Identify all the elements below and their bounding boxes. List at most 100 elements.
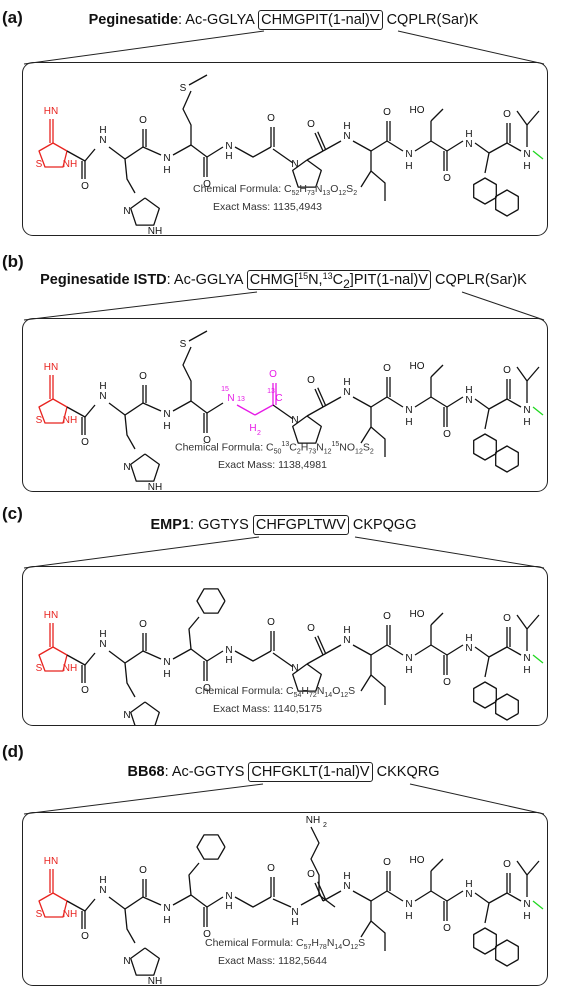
atom-label: O xyxy=(81,931,89,942)
bond xyxy=(306,406,324,417)
bond xyxy=(488,142,508,154)
bond xyxy=(272,898,292,908)
sequence-prefix: Ac-GGTYS xyxy=(171,764,245,780)
skeletal-structure: HNSNHONHNHNONHONHONONHONHHOONHONH xyxy=(36,588,544,725)
sequence-prefix: Ac-GGLYA xyxy=(173,272,243,288)
bond xyxy=(142,146,162,156)
pyrrolidine-ring xyxy=(292,663,322,692)
bond xyxy=(188,862,200,896)
bond xyxy=(272,652,294,668)
bond xyxy=(306,150,324,161)
bond xyxy=(446,644,464,656)
bond xyxy=(66,654,86,666)
atom-label: O xyxy=(503,613,511,624)
aromatic-ring xyxy=(473,927,497,955)
panel-label: (c) xyxy=(2,504,23,523)
atom-label: H xyxy=(163,669,170,680)
bond xyxy=(446,890,464,902)
bond xyxy=(124,414,136,450)
bond xyxy=(190,648,208,662)
double-bond xyxy=(317,635,327,655)
isotope-bond xyxy=(254,404,274,416)
atom-label: S xyxy=(180,339,187,350)
atom-label: O xyxy=(503,859,511,870)
atom-label: O xyxy=(81,685,89,696)
atom-label: H xyxy=(405,417,412,428)
isotope-label: N xyxy=(227,393,234,404)
bond xyxy=(430,364,444,378)
bond xyxy=(108,146,126,160)
atom-label: H xyxy=(523,161,530,172)
bond xyxy=(430,108,444,122)
sequence-suffix: CQPLR(Sar)K xyxy=(435,272,527,288)
atom-label: H xyxy=(163,421,170,432)
bond xyxy=(272,148,294,164)
atom-label: NH xyxy=(148,226,162,235)
imidazole-ring xyxy=(130,197,160,226)
atom-label: H xyxy=(291,917,298,928)
atom-label: N xyxy=(99,135,106,146)
bond xyxy=(370,170,386,201)
sequence-line: Peginesatide ISTD: Ac-GGLYA CHMG[15N,13C… xyxy=(40,270,527,291)
bond xyxy=(414,871,432,902)
pyrrolidine-ring xyxy=(292,159,322,188)
atom-label: N xyxy=(291,907,298,918)
atom-label: H xyxy=(523,417,530,428)
atom-label: N xyxy=(163,409,170,420)
atom-label: O xyxy=(81,437,89,448)
thiazolidine-ring xyxy=(38,142,68,168)
bond xyxy=(66,900,86,912)
atom-label: O xyxy=(443,923,451,934)
atom-label: H xyxy=(523,665,530,676)
bond xyxy=(516,860,528,897)
panel-label: (b) xyxy=(2,252,24,271)
atom-label: 2 xyxy=(323,822,327,829)
bond xyxy=(322,644,342,656)
bond xyxy=(386,140,404,152)
bond xyxy=(172,144,192,156)
atom-label: O xyxy=(383,363,391,374)
atom-label: S xyxy=(36,415,43,426)
atom-label: NH xyxy=(63,909,77,920)
atom-label: HN xyxy=(44,610,58,621)
bond xyxy=(352,644,372,656)
bond xyxy=(188,330,208,342)
atom-label: H xyxy=(343,871,350,882)
bond xyxy=(190,144,208,158)
atom-label: N xyxy=(123,710,130,721)
bond xyxy=(352,890,372,902)
atom-label: O xyxy=(383,611,391,622)
atom-label: O xyxy=(383,107,391,118)
sequence-line: Peginesatide: Ac-GGLYA CHMGPIT(1-nal)V C… xyxy=(88,10,479,30)
atom-label: O xyxy=(307,375,315,386)
thiazolidine-ring xyxy=(38,398,68,424)
atom-label: O xyxy=(139,371,147,382)
bond xyxy=(414,377,432,408)
bond xyxy=(234,650,272,662)
bond xyxy=(124,402,144,416)
thiazolidine-ring xyxy=(38,892,68,918)
aromatic-ring xyxy=(473,177,497,205)
bond xyxy=(430,140,448,152)
terminal-glycine xyxy=(532,900,544,910)
bond xyxy=(234,896,272,908)
sequence-suffix: CQPLR(Sar)K xyxy=(386,12,479,28)
bond xyxy=(370,140,388,152)
bond xyxy=(506,646,522,656)
bond xyxy=(84,148,96,162)
atom-label: O xyxy=(81,181,89,192)
atom-label: HO xyxy=(410,609,425,620)
atom-label: HO xyxy=(410,361,425,372)
bond xyxy=(84,404,96,418)
bond xyxy=(526,366,540,382)
isotope-label: C xyxy=(275,393,282,404)
bond xyxy=(474,398,490,430)
atom-label: N xyxy=(99,391,106,402)
bond xyxy=(322,140,342,152)
atom-label: N xyxy=(225,645,232,656)
atom-label: H xyxy=(225,901,232,912)
bond xyxy=(234,146,272,158)
bond xyxy=(370,920,386,951)
